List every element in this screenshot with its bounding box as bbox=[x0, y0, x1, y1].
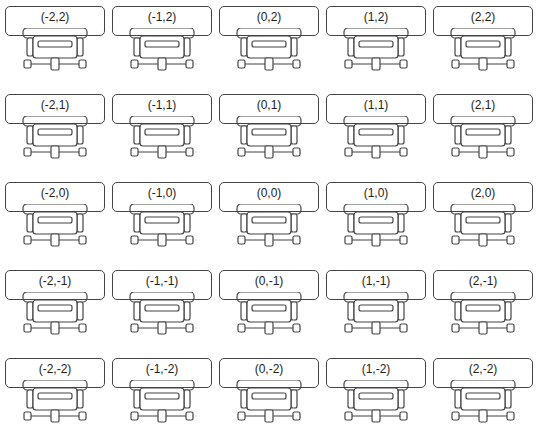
desk-box: (-1,-1) bbox=[112, 270, 212, 300]
chair-icon bbox=[23, 28, 87, 70]
desk-box: (2,0) bbox=[433, 182, 533, 212]
desk-box: (-1,2) bbox=[112, 6, 212, 36]
seat-coordinate: (-2,2) bbox=[37, 7, 74, 24]
chair-icon bbox=[130, 292, 194, 334]
desk-box: (1,0) bbox=[326, 182, 426, 212]
seat-coordinate: (0,2) bbox=[253, 7, 286, 24]
seat-coordinate: (2,0) bbox=[467, 183, 500, 200]
desk-box: (-1,1) bbox=[112, 94, 212, 124]
chair-icon bbox=[237, 292, 301, 334]
desk-box: (-2,1) bbox=[5, 94, 105, 124]
desk-box: (-2,2) bbox=[5, 6, 105, 36]
seat-coordinate: (-2,-2) bbox=[35, 359, 76, 376]
chair-icon bbox=[344, 380, 408, 422]
desk-box: (0,-1) bbox=[219, 270, 319, 300]
chair-icon bbox=[451, 116, 515, 158]
chair-icon bbox=[130, 116, 194, 158]
desk-box: (2,-1) bbox=[433, 270, 533, 300]
chair-icon bbox=[237, 204, 301, 246]
seat-coordinate: (0,1) bbox=[253, 95, 286, 112]
seat-coordinate: (-1,1) bbox=[144, 95, 181, 112]
chair-icon bbox=[130, 380, 194, 422]
seat-coordinate: (0,-1) bbox=[251, 271, 288, 288]
desk-box: (1,-2) bbox=[326, 358, 426, 388]
seat-coordinate: (0,-2) bbox=[251, 359, 288, 376]
desk-box: (1,-1) bbox=[326, 270, 426, 300]
seat-coordinate: (2,2) bbox=[467, 7, 500, 24]
seat-coordinate: (-2,1) bbox=[37, 95, 74, 112]
chair-icon bbox=[23, 204, 87, 246]
chair-icon bbox=[23, 292, 87, 334]
desk-box: (2,-2) bbox=[433, 358, 533, 388]
chair-icon bbox=[23, 380, 87, 422]
chair-icon bbox=[451, 28, 515, 70]
seat-coordinate: (1,-1) bbox=[358, 271, 395, 288]
desk-box: (0,1) bbox=[219, 94, 319, 124]
seat-coordinate: (-1,-1) bbox=[142, 271, 183, 288]
seat-coordinate: (2,-1) bbox=[465, 271, 502, 288]
desk-box: (-1,-2) bbox=[112, 358, 212, 388]
desk-box: (-2,-2) bbox=[5, 358, 105, 388]
seat-coordinate: (1,2) bbox=[360, 7, 393, 24]
chair-icon bbox=[130, 204, 194, 246]
seat-coordinate: (-1,-2) bbox=[142, 359, 183, 376]
chair-icon bbox=[451, 292, 515, 334]
desk-box: (2,2) bbox=[433, 6, 533, 36]
seat-coordinate: (-2,0) bbox=[37, 183, 74, 200]
desk-box: (-1,0) bbox=[112, 182, 212, 212]
seat-coordinate: (2,-2) bbox=[465, 359, 502, 376]
chair-icon bbox=[344, 204, 408, 246]
desk-box: (0,0) bbox=[219, 182, 319, 212]
chair-icon bbox=[130, 28, 194, 70]
chair-icon bbox=[344, 116, 408, 158]
chair-icon bbox=[451, 380, 515, 422]
desk-box: (-2,-1) bbox=[5, 270, 105, 300]
seat-coordinate: (1,-2) bbox=[358, 359, 395, 376]
desk-box: (-2,0) bbox=[5, 182, 105, 212]
seat-coordinate: (-1,2) bbox=[144, 7, 181, 24]
chair-icon bbox=[451, 204, 515, 246]
seat-coordinate: (-1,0) bbox=[144, 183, 181, 200]
chair-icon bbox=[237, 116, 301, 158]
chair-icon bbox=[237, 28, 301, 70]
desk-box: (0,2) bbox=[219, 6, 319, 36]
chair-icon bbox=[23, 116, 87, 158]
chair-icon bbox=[237, 380, 301, 422]
seat-coordinate: (1,0) bbox=[360, 183, 393, 200]
desk-box: (1,1) bbox=[326, 94, 426, 124]
desk-box: (1,2) bbox=[326, 6, 426, 36]
chair-icon bbox=[344, 28, 408, 70]
seat-coordinate: (2,1) bbox=[467, 95, 500, 112]
desk-box: (0,-2) bbox=[219, 358, 319, 388]
desk-box: (2,1) bbox=[433, 94, 533, 124]
seat-coordinate: (0,0) bbox=[253, 183, 286, 200]
seat-coordinate: (1,1) bbox=[360, 95, 393, 112]
chair-icon bbox=[344, 292, 408, 334]
seat-coordinate: (-2,-1) bbox=[35, 271, 76, 288]
